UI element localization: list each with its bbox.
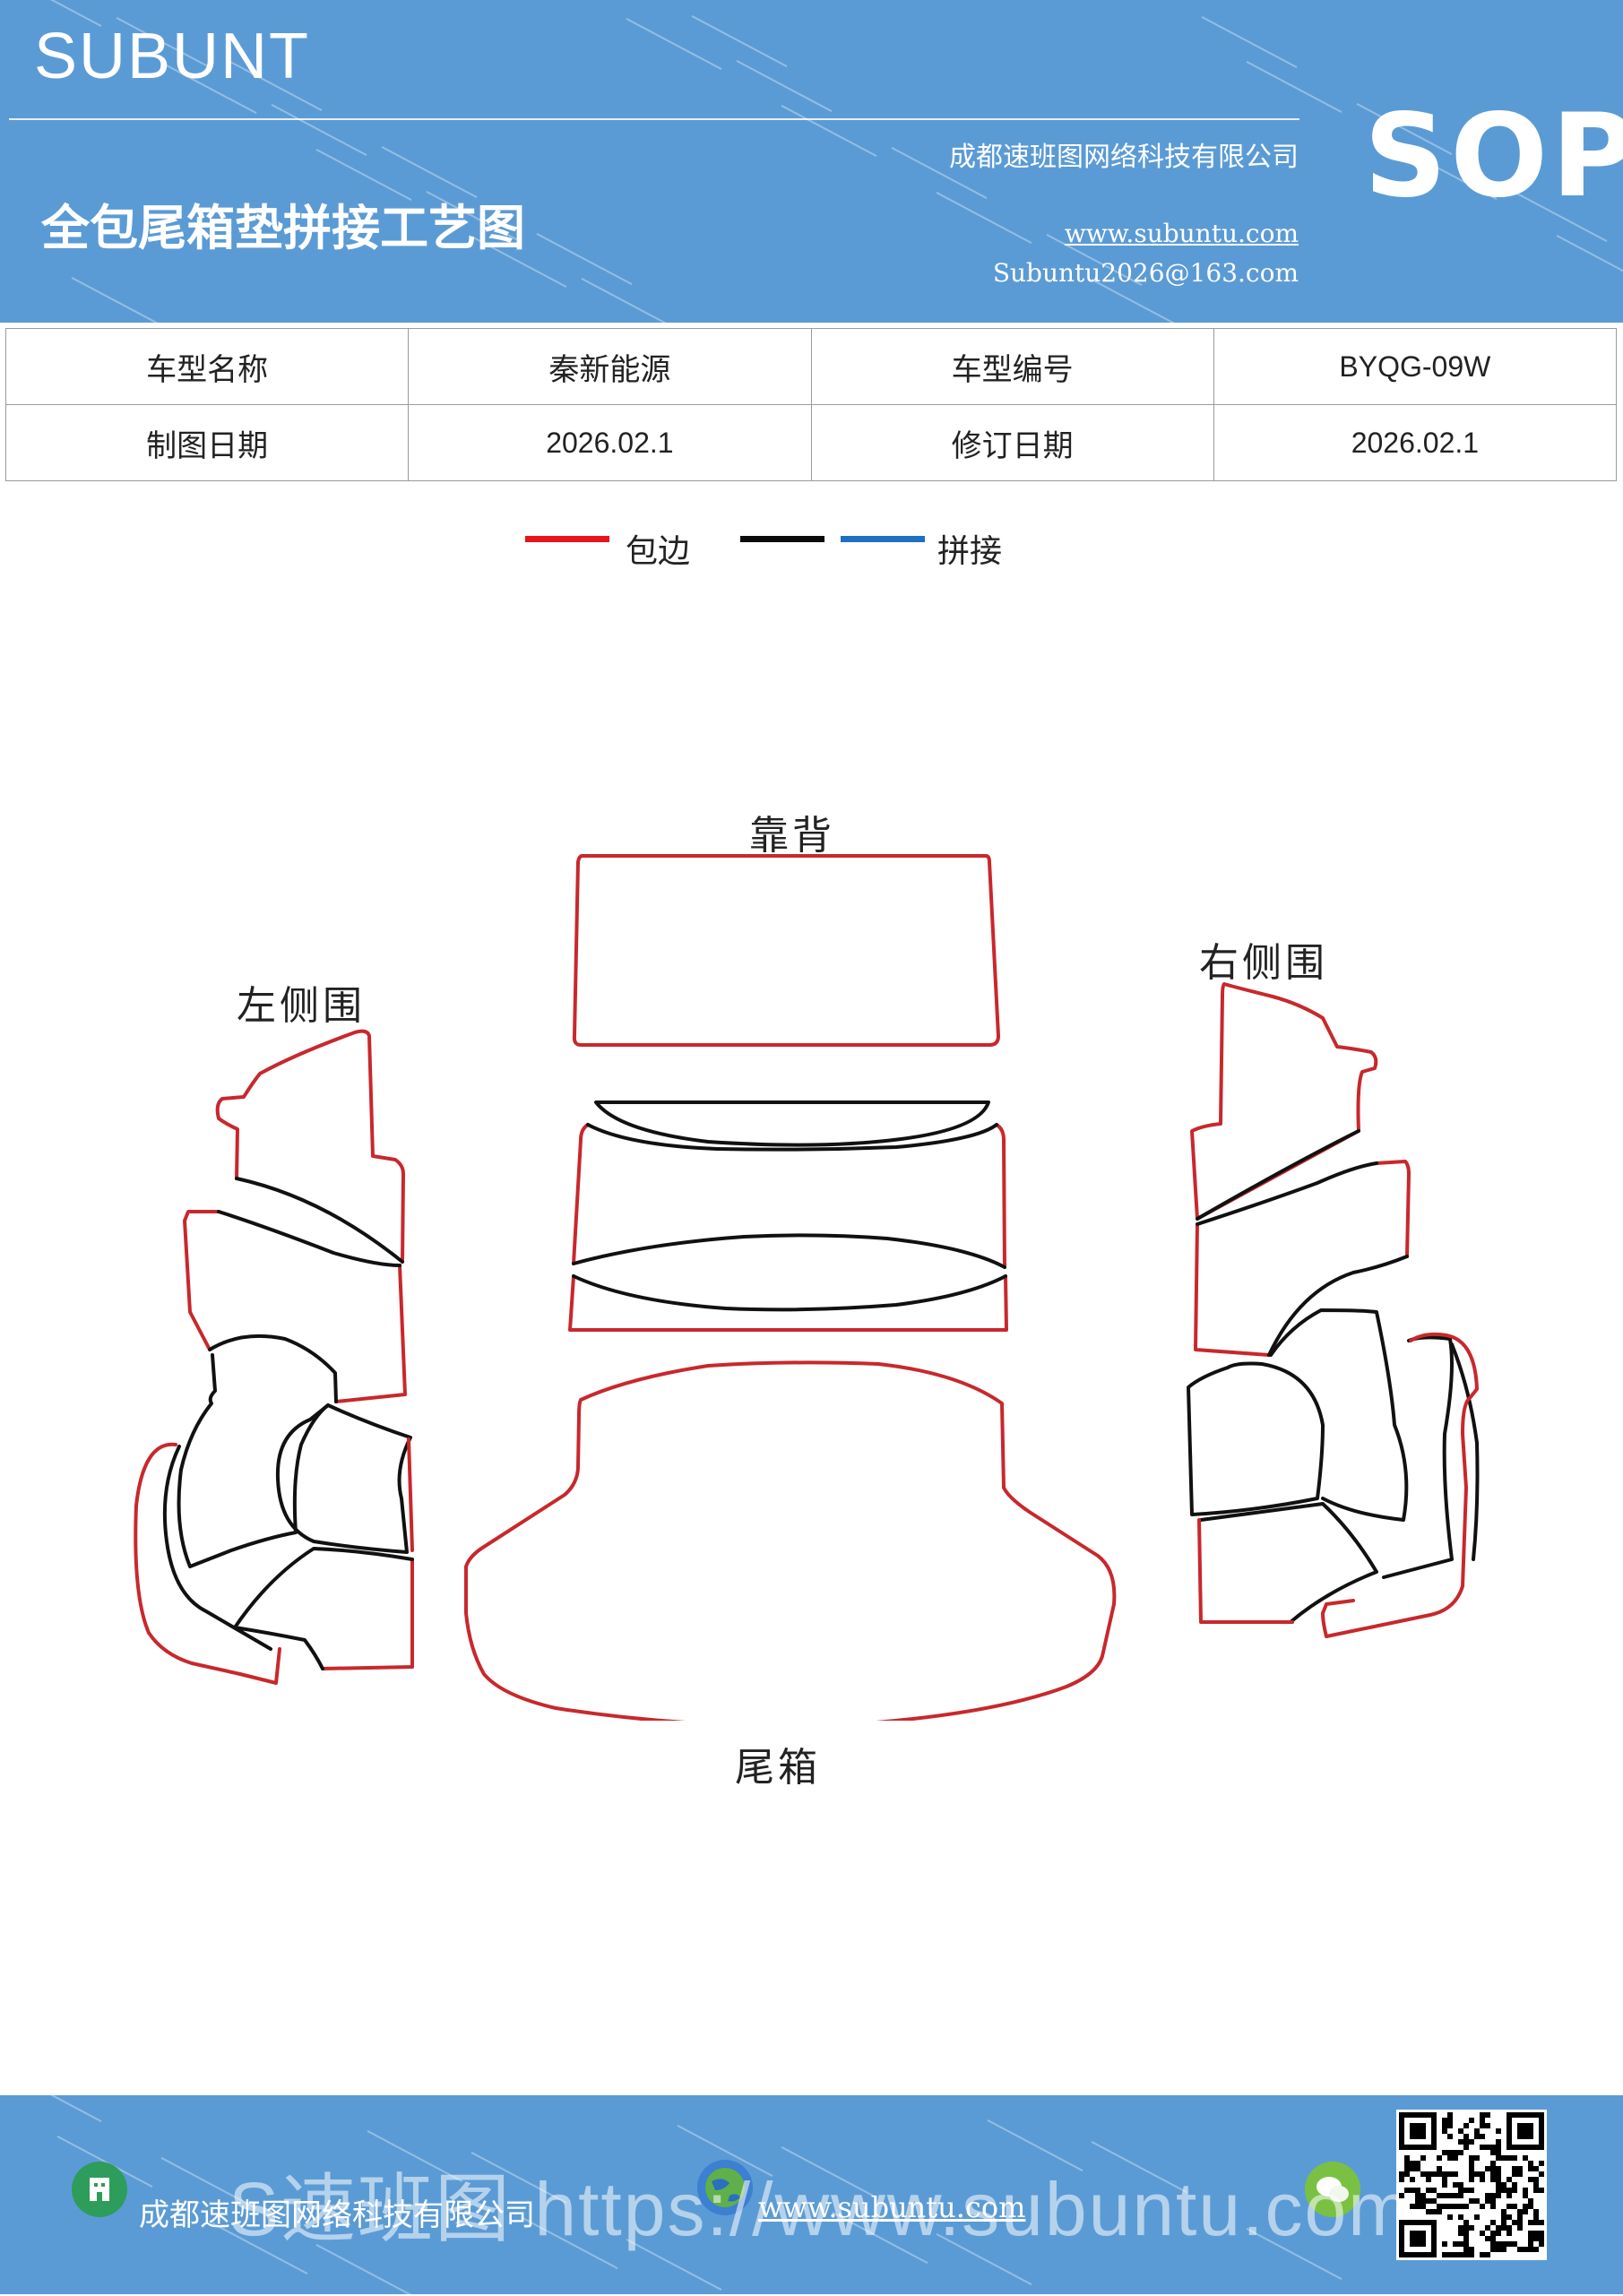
right-side-top-edge: [1190, 982, 1378, 1221]
watermark-mark: [71, 276, 168, 330]
watermark-mark: [1201, 15, 1298, 69]
watermark-mark: [1556, 234, 1623, 288]
header-banner: SUBUNT 全包尾箱垫拼接工艺图 成都速班图网络科技有限公司 www.subu…: [0, 0, 1623, 332]
right-side-top-seam: [1196, 1129, 1360, 1221]
label-left-side: 左侧围: [237, 983, 366, 1029]
table-cell-value: BYQG-09W: [1213, 328, 1618, 405]
qr-code[interactable]: [1396, 2110, 1547, 2260]
middle-strip-mid-seam: [572, 1123, 1006, 1269]
building-icon: [72, 2162, 127, 2217]
trunk-floor-panel: [464, 1360, 1117, 1721]
right-side-arch-outer: [1187, 1361, 1325, 1516]
table-cell-value: 2026.02.1: [408, 404, 812, 481]
right-side-lower-seam: [1199, 1342, 1480, 1624]
left-side-lower-edge: [321, 1437, 414, 1670]
table-cell-label: 制图日期: [4, 404, 410, 481]
watermark-mark: [936, 191, 1032, 245]
legend-swatch-seam: [841, 536, 925, 542]
sop-badge: SOP: [1364, 90, 1623, 223]
table-row: 车型名称 秦新能源 车型编号 BYQG-09W: [4, 328, 1618, 405]
watermark-mark: [1246, 60, 1342, 114]
footer-watermark-text: S速班图 https://www.subuntu.com: [229, 2167, 1413, 2251]
left-side-top-edge: [215, 1029, 405, 1264]
header-company: 成都速班图网络科技有限公司: [949, 142, 1299, 173]
left-side-bottom-edge: [134, 1442, 281, 1685]
table-cell-label: 车型编号: [810, 328, 1214, 405]
left-side-lower-seam: [162, 1445, 414, 1670]
right-side-arch-rings: [1269, 1308, 1454, 1579]
legend-label-edge: 包边: [626, 533, 691, 570]
mat-layout-diagram: [134, 854, 1480, 1721]
left-side-upper-edge: [183, 1210, 407, 1403]
footer-company: 成都速班图网络科技有限公司: [139, 2197, 535, 2233]
legend-label-seam: 拼接: [937, 533, 1003, 570]
label-right-side: 右侧围: [1199, 940, 1328, 986]
right-side-mid-edge: [1194, 1160, 1411, 1357]
header-website-link[interactable]: www.subuntu.com: [1064, 219, 1299, 248]
watermark-mark: [736, 59, 833, 113]
label-back-panel: 靠背: [749, 813, 835, 859]
footer-website-link[interactable]: www.subuntu.com: [758, 2190, 1026, 2224]
header-divider: [9, 118, 1299, 120]
back-rest-panel: [572, 854, 1000, 1047]
watermark-mark: [271, 103, 367, 157]
legend-swatch-black: [740, 536, 824, 542]
table-cell-value: 秦新能源: [408, 328, 812, 405]
middle-strip-bottom-seam: [572, 1274, 1007, 1312]
globe-icon: [697, 2160, 753, 2215]
brand-logo-text: SUBUNT: [34, 21, 311, 92]
right-side-lower-edge: [1197, 1332, 1479, 1638]
watermark-mark: [781, 104, 877, 158]
watermark-mark: [581, 277, 678, 331]
vehicle-info-table: 车型名称 秦新能源 车型编号 BYQG-09W 制图日期 2026.02.1 修…: [4, 328, 1618, 481]
table-cell-value: 2026.02.1: [1213, 404, 1618, 481]
label-trunk: 尾箱: [735, 1745, 821, 1791]
wechat-icon: [1305, 2162, 1360, 2217]
left-side-top-seam: [235, 1177, 404, 1264]
table-cell-label: 车型名称: [4, 328, 410, 405]
table-row: 制图日期 2026.02.1 修订日期 2026.02.1: [4, 404, 1618, 481]
middle-strip-top: [594, 1101, 990, 1147]
left-side-arch-insert: [275, 1403, 412, 1554]
document-title: 全包尾箱垫拼接工艺图: [41, 200, 525, 256]
legend: 包边 拼接: [0, 520, 1623, 574]
footer-banner: 成都速班图网络科技有限公司 www.subuntu.com S速班图 https…: [0, 2069, 1623, 2296]
right-side-mid-seam: [1196, 1161, 1409, 1357]
table-cell-label: 修订日期: [810, 404, 1214, 481]
legend-swatch-edge: [525, 536, 609, 542]
watermark-mark: [5, 2069, 102, 2123]
header-email: Subuntu2026@163.com: [992, 258, 1299, 288]
middle-strip-bottom-edge: [568, 1274, 1008, 1332]
left-side-wheel-arch: [177, 1353, 330, 1568]
left-side-upper-seam: [208, 1210, 401, 1403]
